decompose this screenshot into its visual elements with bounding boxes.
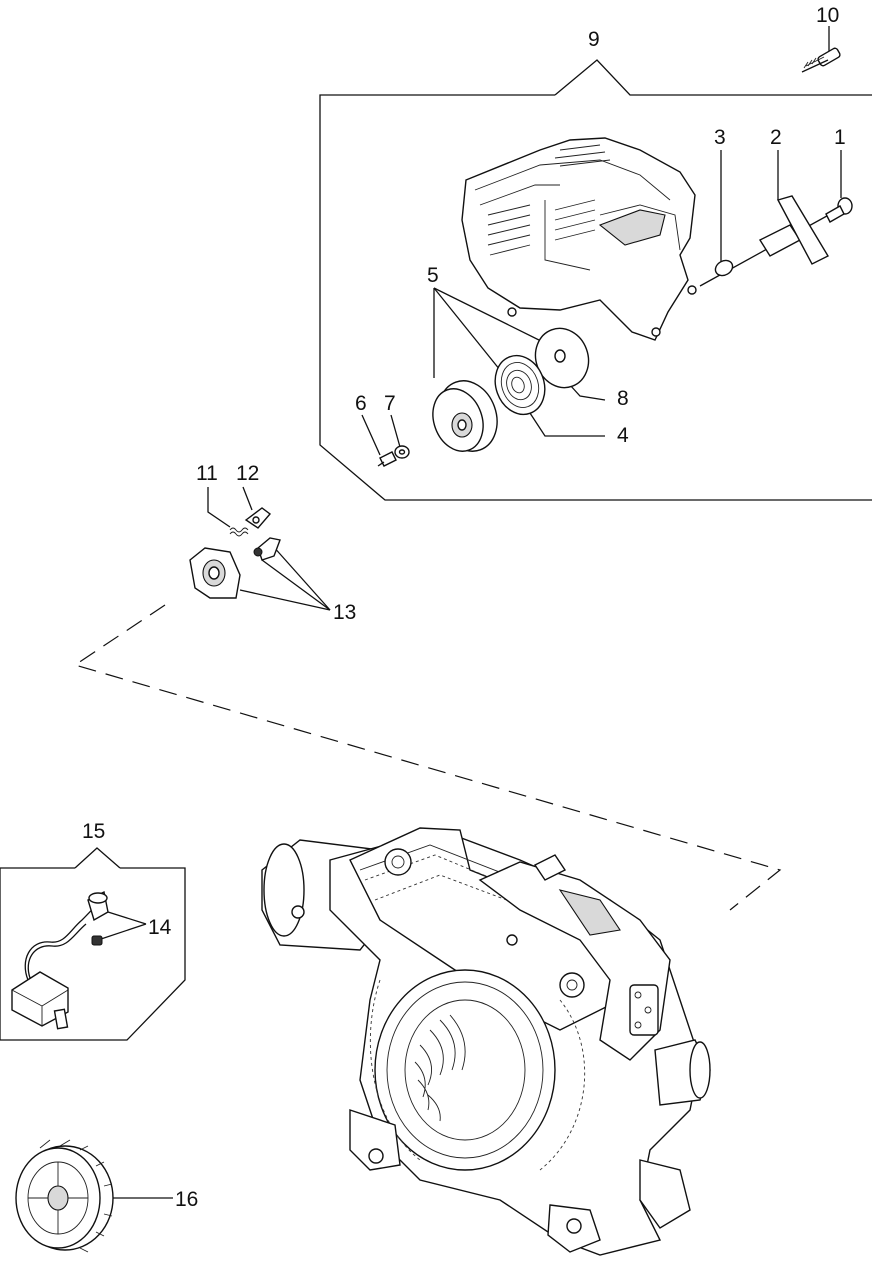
callout-6[interactable]: 6 <box>355 392 367 415</box>
ignition-coil-15 <box>11 890 109 1030</box>
callout-16[interactable]: 16 <box>175 1188 198 1211</box>
callout-8[interactable]: 8 <box>617 387 629 410</box>
screw-10 <box>801 47 841 73</box>
engine-blower-housing <box>261 827 711 1256</box>
callout-13[interactable]: 13 <box>333 601 356 624</box>
leader-lines <box>97 26 842 1199</box>
callout-1[interactable]: 1 <box>834 126 846 149</box>
callout-10[interactable]: 10 <box>816 4 839 27</box>
handle-grip-2 <box>776 195 829 265</box>
housing-vent-grill <box>487 144 611 256</box>
callout-12[interactable]: 12 <box>236 462 259 485</box>
pawl-12 <box>244 507 272 529</box>
flywheel-16 <box>15 1139 114 1253</box>
ignition-frame <box>0 847 186 1041</box>
callout-14[interactable]: 14 <box>148 916 172 939</box>
nut-14 <box>91 935 103 946</box>
callout-2[interactable]: 2 <box>770 126 782 149</box>
assembly-dash-line <box>73 604 782 911</box>
callout-labels: 10 9 3 2 1 5 8 4 6 7 11 12 13 15 14 16 <box>82 4 846 1211</box>
callout-11[interactable]: 11 <box>196 462 218 485</box>
fan-intake-ring <box>374 969 556 1171</box>
starter-assembly-frame <box>319 59 872 501</box>
screw-6 <box>377 451 397 467</box>
starter-hub-13 <box>189 537 281 599</box>
rope-pulley-5 <box>432 380 498 452</box>
washer-7 <box>394 445 410 459</box>
fan-blades <box>414 1014 466 1122</box>
callout-9[interactable]: 9 <box>588 28 600 51</box>
grommet-3 <box>714 259 734 277</box>
callout-3[interactable]: 3 <box>714 126 726 149</box>
starter-handle-assembly <box>699 195 853 287</box>
callout-15[interactable]: 15 <box>82 820 105 843</box>
callout-4[interactable]: 4 <box>617 424 629 447</box>
callout-5[interactable]: 5 <box>427 264 439 287</box>
callout-7[interactable]: 7 <box>384 392 396 415</box>
spring-11 <box>229 527 249 537</box>
starter-housing <box>461 137 697 341</box>
recoil-spring-4 <box>494 354 546 416</box>
